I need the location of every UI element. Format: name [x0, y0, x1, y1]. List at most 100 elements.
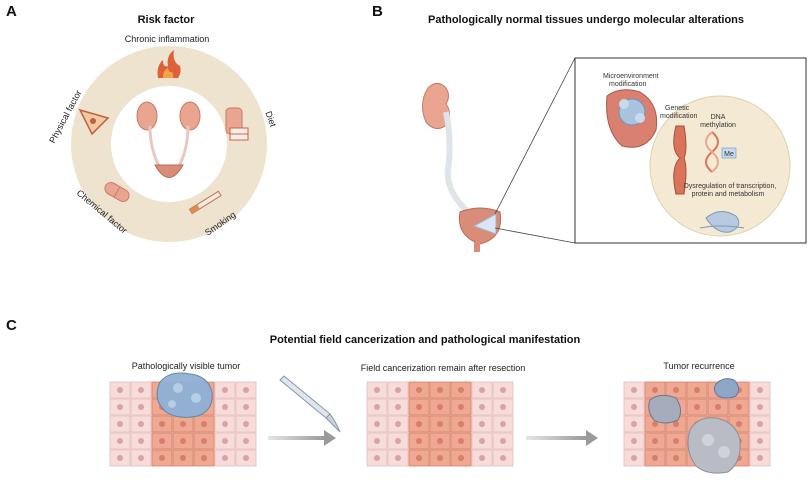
- recurrence-tumor-large: [687, 417, 741, 474]
- cell-nucleus: [631, 404, 637, 410]
- kidney-icon: [422, 82, 451, 129]
- bladder-icon: [458, 207, 502, 252]
- panel-b-letter: B: [372, 3, 383, 20]
- factor-diet: Diet: [263, 110, 278, 129]
- epithelium-grid-resected: [366, 381, 514, 467]
- recurrence-tumor-left: [648, 394, 682, 424]
- cell-nucleus: [374, 387, 380, 393]
- panel-a: A Risk factor Chronic inflammation Physi…: [6, 3, 278, 242]
- cell-nucleus: [138, 455, 144, 461]
- cell-nucleus: [437, 421, 443, 427]
- capsule-icon: [104, 182, 130, 202]
- cell-nucleus: [652, 455, 658, 461]
- me-tag: [721, 147, 737, 159]
- cell-nucleus: [652, 421, 658, 427]
- cell-nucleus: [222, 438, 228, 444]
- cell-nucleus: [222, 404, 228, 410]
- cell-nucleus: [374, 455, 380, 461]
- cell-nucleus: [500, 438, 506, 444]
- factor-chronic-inflammation: Chronic inflammation: [125, 34, 210, 44]
- cell-nucleus: [138, 438, 144, 444]
- label-dna-line1: DNA: [711, 114, 726, 121]
- cell-nucleus: [395, 438, 401, 444]
- stage-1-label: Pathologically visible tumor: [132, 361, 241, 371]
- cell-nucleus: [500, 455, 506, 461]
- cell-nucleus: [673, 455, 679, 461]
- cell-nucleus: [673, 438, 679, 444]
- cell-nucleus: [243, 438, 249, 444]
- cell-nucleus: [479, 387, 485, 393]
- cell-nucleus: [458, 421, 464, 427]
- scalpel-icon: [279, 375, 341, 433]
- cell-nucleus: [479, 455, 485, 461]
- label-microenvironment-line2: modification: [609, 81, 646, 88]
- cell-nucleus: [479, 421, 485, 427]
- panel-a-letter: A: [6, 3, 17, 20]
- cell-nucleus: [416, 438, 422, 444]
- cell-nucleus: [395, 455, 401, 461]
- cell-nucleus: [652, 387, 658, 393]
- cell-nucleus: [138, 421, 144, 427]
- food-icon: [225, 107, 249, 141]
- panel-c-title: Potential field cancerization and pathol…: [270, 334, 581, 346]
- cell-nucleus: [117, 455, 123, 461]
- cell-nucleus: [117, 438, 123, 444]
- dna-helix-icon: [705, 131, 719, 173]
- cell-cluster-icon: [606, 89, 658, 148]
- ribosome-icon: [699, 211, 745, 233]
- epithelium-grid-primary: [109, 381, 257, 467]
- panel-c-letter: C: [6, 317, 17, 334]
- cell-nucleus: [180, 455, 186, 461]
- cell-nucleus: [243, 404, 249, 410]
- panel-c: C Potential field cancerization and path…: [6, 317, 771, 474]
- cell-nucleus: [631, 455, 637, 461]
- panel-b: B Pathologically normal tissues undergo …: [372, 3, 807, 252]
- zoom-line-bottom: [494, 227, 576, 244]
- cell-nucleus: [631, 438, 637, 444]
- cell-nucleus: [458, 387, 464, 393]
- cell-nucleus: [374, 404, 380, 410]
- cell-nucleus: [395, 404, 401, 410]
- cell-nucleus: [694, 404, 700, 410]
- cell-nucleus: [395, 421, 401, 427]
- label-dysregulation-line1: Dysregulation of transcription,: [684, 183, 777, 190]
- cell-nucleus: [159, 421, 165, 427]
- cell-nucleus: [117, 387, 123, 393]
- me-tag-label: Me: [724, 151, 734, 158]
- cell-nucleus: [673, 421, 679, 427]
- risk-factor-ring-center: [111, 86, 227, 202]
- cell-nucleus: [631, 421, 637, 427]
- cell-nucleus: [201, 455, 207, 461]
- cell-nucleus: [757, 421, 763, 427]
- cell-nucleus: [757, 404, 763, 410]
- ureter: [443, 111, 469, 213]
- cell-nucleus: [180, 421, 186, 427]
- cell-nucleus: [437, 438, 443, 444]
- cell-nucleus: [500, 387, 506, 393]
- cell-nucleus: [757, 438, 763, 444]
- cell-nucleus: [138, 387, 144, 393]
- cell-nucleus: [222, 421, 228, 427]
- cell-nucleus: [243, 387, 249, 393]
- cell-nucleus: [500, 421, 506, 427]
- cell-nucleus: [416, 387, 422, 393]
- label-genetic-line2: modification: [660, 113, 697, 120]
- label-dysregulation-line2: protein and metabolism: [692, 191, 765, 198]
- cell-nucleus: [180, 438, 186, 444]
- cell-nucleus: [736, 421, 742, 427]
- cell-nucleus: [458, 404, 464, 410]
- cell-nucleus: [159, 455, 165, 461]
- stage-2-label: Field cancerization remain after resecti…: [361, 363, 526, 373]
- cell-nucleus: [479, 438, 485, 444]
- cell-nucleus: [437, 387, 443, 393]
- cell-nucleus: [201, 421, 207, 427]
- panel-a-title: Risk factor: [138, 14, 196, 26]
- cell-nucleus: [243, 455, 249, 461]
- cell-nucleus: [201, 438, 207, 444]
- cigarette-icon: [188, 190, 222, 215]
- cell-nucleus: [416, 421, 422, 427]
- cell-nucleus: [138, 404, 144, 410]
- cell-nucleus: [652, 438, 658, 444]
- urinary-system-icon: [136, 101, 201, 178]
- recurrence-tumor-small: [713, 378, 740, 399]
